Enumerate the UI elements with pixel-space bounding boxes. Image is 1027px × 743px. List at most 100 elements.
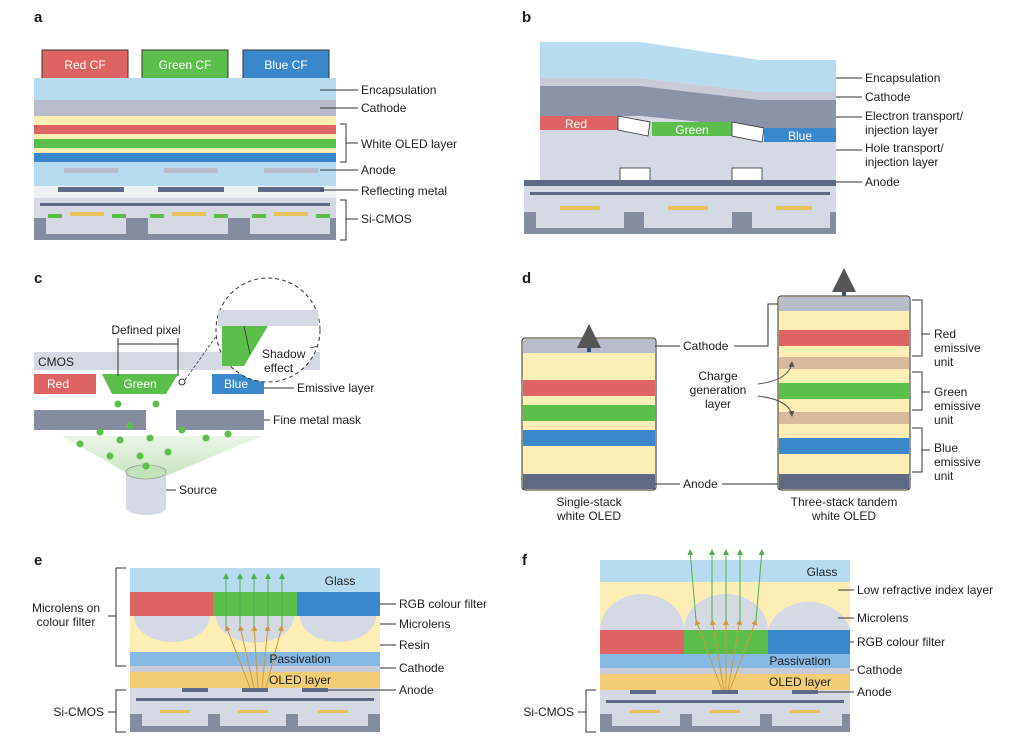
- green-label: Green: [675, 123, 708, 137]
- htl-label-2: injection layer: [865, 155, 938, 169]
- shadow-label-1: Shadow: [262, 347, 306, 361]
- panel-b: b Red Green Blue Encapsulation Cathode E…: [522, 9, 964, 234]
- si-cmos-label: Si-CMOS: [53, 705, 104, 719]
- glass-layer: [130, 568, 380, 592]
- fine-metal-mask-left: [34, 410, 146, 430]
- red-label: Red: [47, 377, 69, 391]
- panel-f-letter: f: [522, 552, 528, 569]
- reflecting-metal: [58, 187, 124, 192]
- red-unit-3: unit: [934, 355, 954, 369]
- anode-label: Anode: [361, 163, 396, 177]
- panel-c: c Defined pixel CMOS Red: [34, 270, 374, 515]
- fmm-label: Fine metal mask: [273, 413, 362, 427]
- rgb-cf-label: RGB colour filter: [399, 597, 487, 611]
- anode-label: Anode: [857, 685, 892, 699]
- shadow-label-2: effect: [264, 361, 294, 375]
- single-stack: [521, 324, 657, 491]
- white-oled-label: White OLED layer: [361, 137, 457, 151]
- reflecting-metal-label: Reflecting metal: [361, 184, 447, 198]
- cathode-label: Cathode: [399, 661, 445, 675]
- single-stack-label-1: Single-stack: [556, 495, 622, 509]
- defined-pixel-label: Defined pixel: [111, 323, 180, 337]
- green-pixel: [102, 374, 178, 394]
- cgl-label-2: generation: [690, 383, 747, 397]
- emissive-label: Emissive layer: [297, 381, 374, 395]
- glass-label: Glass: [325, 574, 356, 588]
- rgb-cf-label: RGB colour filter: [857, 635, 945, 649]
- passivation-layer: [600, 654, 850, 668]
- red-emitter: [540, 116, 618, 130]
- encapsulation-layer: [540, 42, 836, 92]
- blue-cf-label: Blue CF: [264, 58, 307, 72]
- passivation-layer: [130, 652, 380, 666]
- microlens-label: Microlens: [857, 611, 908, 625]
- panel-e: e: [32, 552, 487, 733]
- panel-b-letter: b: [522, 9, 531, 26]
- panel-f: f: [522, 549, 993, 733]
- cathode-layer: [34, 100, 336, 116]
- red-label: Red: [565, 117, 587, 131]
- oled-layer: [600, 674, 850, 690]
- encapsulation-label: Encapsulation: [361, 83, 436, 97]
- single-stack-label-2: white OLED: [556, 509, 621, 523]
- passivation-label: Passivation: [769, 654, 830, 668]
- encapsulation-layer: [34, 78, 336, 100]
- vapor-particles: [76, 400, 232, 470]
- tandem-label-1: Three-stack tandem: [791, 495, 898, 509]
- source-label: Source: [179, 483, 217, 497]
- oled-layer: [130, 672, 380, 688]
- fine-metal-mask-right: [176, 410, 264, 430]
- panel-a-stack: [34, 49, 336, 240]
- oled-label: OLED layer: [269, 673, 331, 687]
- anode-label: Anode: [683, 477, 718, 491]
- red-cf-label: Red CF: [64, 58, 105, 72]
- panel-d: d Cathode Anode Charge generatio: [521, 268, 981, 523]
- green-label: Green: [123, 377, 156, 391]
- green-cf: [141, 49, 229, 81]
- panel-a: a: [34, 9, 457, 241]
- panel-a-letter: a: [34, 9, 43, 26]
- etl-layer: [540, 86, 836, 128]
- passivation-label: Passivation: [269, 652, 330, 666]
- cathode-label: Cathode: [361, 101, 407, 115]
- panel-c-letter: c: [34, 270, 42, 287]
- green-cf-label: Green CF: [159, 58, 212, 72]
- panel-e-letter: e: [34, 552, 42, 569]
- anode-pad: [64, 168, 118, 173]
- green-unit-3: unit: [934, 413, 954, 427]
- blue-unit-1: Blue: [934, 441, 958, 455]
- resin-label: Resin: [399, 638, 430, 652]
- anode-label: Anode: [399, 683, 434, 697]
- anode-layer: [524, 180, 836, 186]
- oled-label: OLED layer: [769, 675, 831, 689]
- si-cmos-label: Si-CMOS: [523, 705, 574, 719]
- cathode-label: Cathode: [857, 663, 903, 677]
- low-ri-label: Low refractive index layer: [857, 583, 993, 597]
- blue-unit-3: unit: [934, 469, 954, 483]
- microlens-label: Microlens: [399, 617, 450, 631]
- cmos-label: CMOS: [38, 355, 74, 369]
- glass-label: Glass: [807, 565, 838, 579]
- encapsulation-label: Encapsulation: [865, 71, 940, 85]
- red-cf: [41, 49, 129, 81]
- etl-label-1: Electron transport/: [865, 109, 964, 123]
- mcf-label-1: Microlens on: [32, 601, 100, 615]
- blue-label: Blue: [224, 377, 248, 391]
- tandem-stack: [777, 268, 911, 491]
- green-unit-1: Green: [934, 385, 967, 399]
- mcf-label-2: colour filter: [37, 615, 96, 629]
- htl-label-1: Hole transport/: [865, 141, 944, 155]
- tandem-label-2: white OLED: [811, 509, 876, 523]
- green-emitter: [652, 122, 732, 136]
- glass-layer: [600, 560, 850, 582]
- cgl-label-3: layer: [705, 397, 731, 411]
- blue-unit-2: emissive: [934, 455, 981, 469]
- blue-emitter: [764, 128, 836, 142]
- etl-label-2: injection layer: [865, 123, 938, 137]
- cgl-label-1: Charge: [698, 369, 738, 383]
- red-unit-2: emissive: [934, 341, 981, 355]
- red-unit-1: Red: [934, 327, 956, 341]
- cathode-label: Cathode: [683, 339, 729, 353]
- si-cmos-label: Si-CMOS: [361, 212, 412, 226]
